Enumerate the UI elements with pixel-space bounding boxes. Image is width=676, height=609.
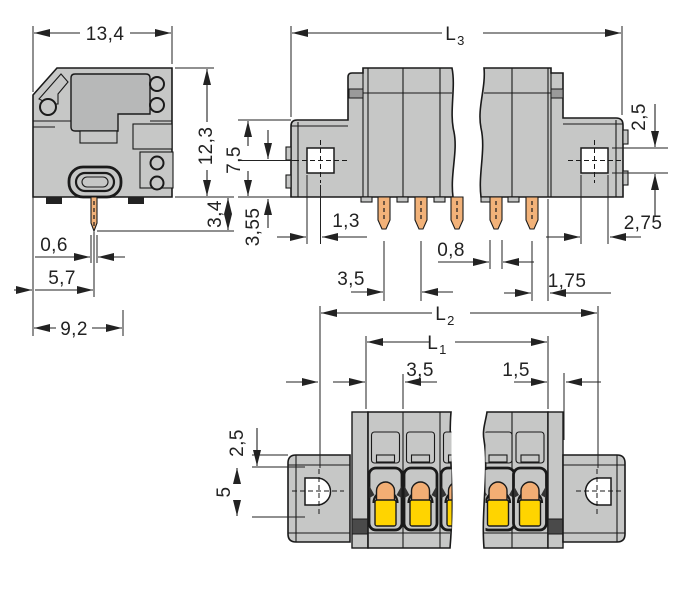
side-view-panel xyxy=(132,123,173,150)
dim-pin-width: 0,6 xyxy=(40,235,68,256)
dim-end-gap: 1,5 xyxy=(502,360,530,381)
solder-pin xyxy=(525,196,539,230)
pin-shroud xyxy=(360,196,373,203)
pin-shroud xyxy=(433,196,446,203)
end-plate-band xyxy=(348,88,364,99)
terminal-pole xyxy=(512,430,548,532)
dim-side-width: 13,4 xyxy=(86,24,125,45)
flange-rib xyxy=(285,146,292,161)
flange-rib xyxy=(285,174,292,189)
vent-hole xyxy=(39,98,57,116)
dim-flange-height: 7,5 xyxy=(224,146,245,174)
vent-hole xyxy=(149,76,165,92)
dim-pole-pitch: 3,5 xyxy=(337,269,365,290)
dim-end-offset: 1,75 xyxy=(548,271,587,292)
pin-shroud xyxy=(396,196,409,203)
side-view-tab xyxy=(79,130,118,144)
mounting-foot xyxy=(46,197,62,204)
vent-hole xyxy=(149,175,165,191)
dim-hole-span: L2 xyxy=(435,304,455,328)
dim-hole-center-to-bottom: 3,55 xyxy=(243,208,264,247)
dim-pole-span: L1 xyxy=(427,333,447,357)
terminal-pole-partial xyxy=(485,430,516,532)
dim-hole-width: 2,75 xyxy=(624,213,663,234)
dim-hole-height: 5 xyxy=(214,487,235,498)
mounting-hole-right xyxy=(584,477,612,506)
end-plate-stripes xyxy=(547,518,564,535)
dim-flange-hole-height: 2,5 xyxy=(629,103,650,131)
dim-top-to-hole: 2,5 xyxy=(227,429,248,457)
solder-pin xyxy=(90,196,98,233)
solder-pin xyxy=(414,196,428,230)
flange-rib xyxy=(622,170,629,186)
vent-hole xyxy=(149,97,165,113)
bottom-view-dimensions: L2 L1 3,5 1,5 2,5 5 xyxy=(214,304,601,518)
dim-pole-pitch-bottom: 3,5 xyxy=(406,360,434,381)
terminal-pole xyxy=(402,430,439,532)
side-view xyxy=(32,67,174,233)
dim-pin-offset: 5,7 xyxy=(48,268,76,289)
solder-pin xyxy=(489,196,503,230)
bottom-view xyxy=(287,411,626,549)
side-view-dimensions: 13,4 12,3 3,4 0,6 5,7 9,2 xyxy=(14,24,234,340)
flange-rib xyxy=(622,129,629,145)
dim-pin-length: 3,4 xyxy=(205,200,226,228)
front-view-dimensions: L3 2,5 7,5 3,55 1,3 3,5 0,8 xyxy=(224,24,668,301)
solder-pin xyxy=(450,196,464,230)
pin-shroud xyxy=(507,196,520,203)
front-view xyxy=(285,67,629,230)
clamp-opening-inner xyxy=(81,176,109,188)
side-view-inner-block xyxy=(70,73,151,132)
dim-base-width: 9,2 xyxy=(60,319,88,340)
vent-hole xyxy=(149,155,165,171)
terminal-pole xyxy=(367,430,404,532)
clamp-opening-mid xyxy=(74,171,116,193)
end-plate-band xyxy=(550,88,564,99)
dim-pin-width: 0,8 xyxy=(437,240,465,261)
end-plate-stripes xyxy=(351,518,369,535)
dim-total-length: L3 xyxy=(445,24,465,48)
mounting-foot xyxy=(128,197,144,204)
dim-hole-center-offset: 1,3 xyxy=(332,211,360,232)
dim-side-height: 12,3 xyxy=(196,127,217,166)
solder-pin xyxy=(377,196,391,230)
